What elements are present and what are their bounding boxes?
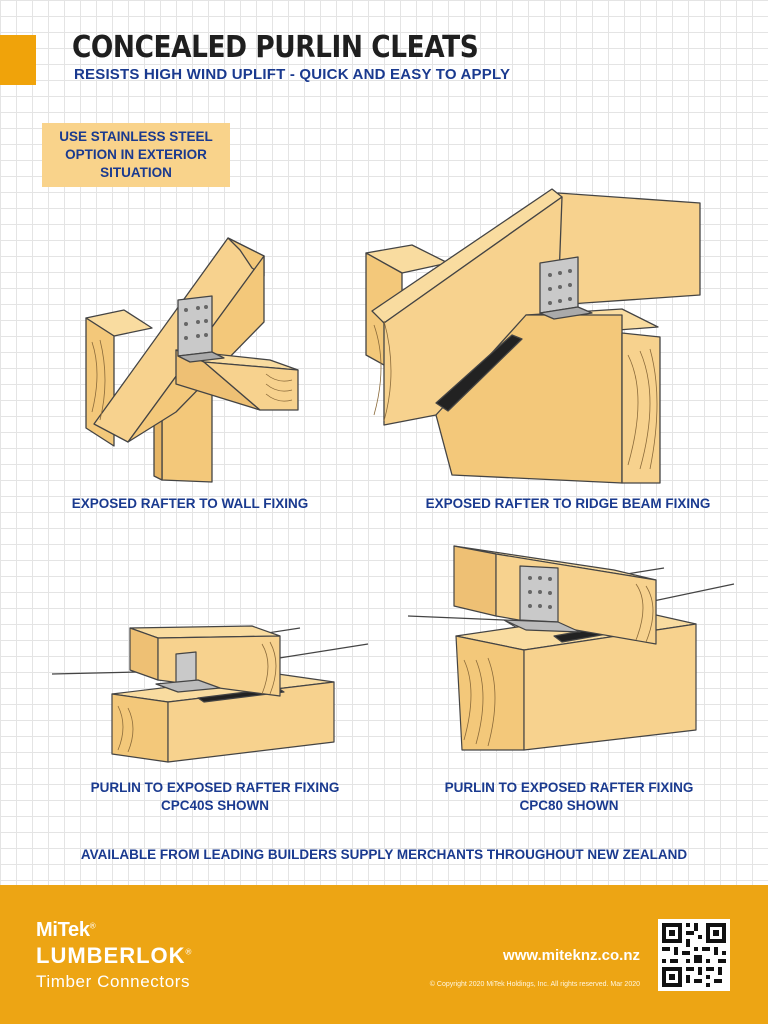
rafter-wall-illustration — [85, 237, 299, 483]
page-subtitle: RESISTS HIGH WIND UPLIFT - QUICK AND EAS… — [74, 66, 511, 83]
rafter-ridge-illustration — [365, 188, 701, 484]
caption-rafter-wall: EXPOSED RAFTER TO WALL FIXING — [71, 496, 309, 511]
stainless-note: USE STAINLESS STEEL OPTION IN EXTERIOR S… — [42, 123, 230, 187]
qr-code-icon[interactable] — [658, 919, 730, 991]
availability-note: AVAILABLE FROM LEADING BUILDERS SUPPLY M… — [80, 847, 688, 862]
brand-tagline: Timber Connectors — [36, 972, 191, 991]
caption-rafter-ridge: EXPOSED RAFTER TO RIDGE BEAM FIXING — [425, 496, 711, 511]
purlin-cpc40s-illustration — [51, 625, 369, 763]
caption-purlin-cpc80: PURLIN TO EXPOSED RAFTER FIXING CPC80 SH… — [444, 780, 694, 813]
brand-mitek: MiTek® — [36, 919, 96, 941]
caption-purlin-cpc40s: PURLIN TO EXPOSED RAFTER FIXING CPC40S S… — [90, 780, 340, 813]
accent-block — [0, 35, 36, 85]
stainless-note-text: USE STAINLESS STEEL OPTION IN EXTERIOR S… — [59, 129, 213, 180]
footer-band: MiTek® LUMBERLOK® Timber Connectors www.… — [0, 885, 768, 1024]
brand-lumberlok: LUMBERLOK® — [36, 943, 193, 968]
purlin-cpc80-illustration — [407, 545, 735, 751]
website-link[interactable]: www.miteknz.co.nz — [503, 947, 640, 964]
page-title: CONCEALED PURLIN CLEATS — [72, 30, 479, 65]
copyright-text: © Copyright 2020 MiTek Holdings, Inc. Al… — [429, 981, 640, 988]
